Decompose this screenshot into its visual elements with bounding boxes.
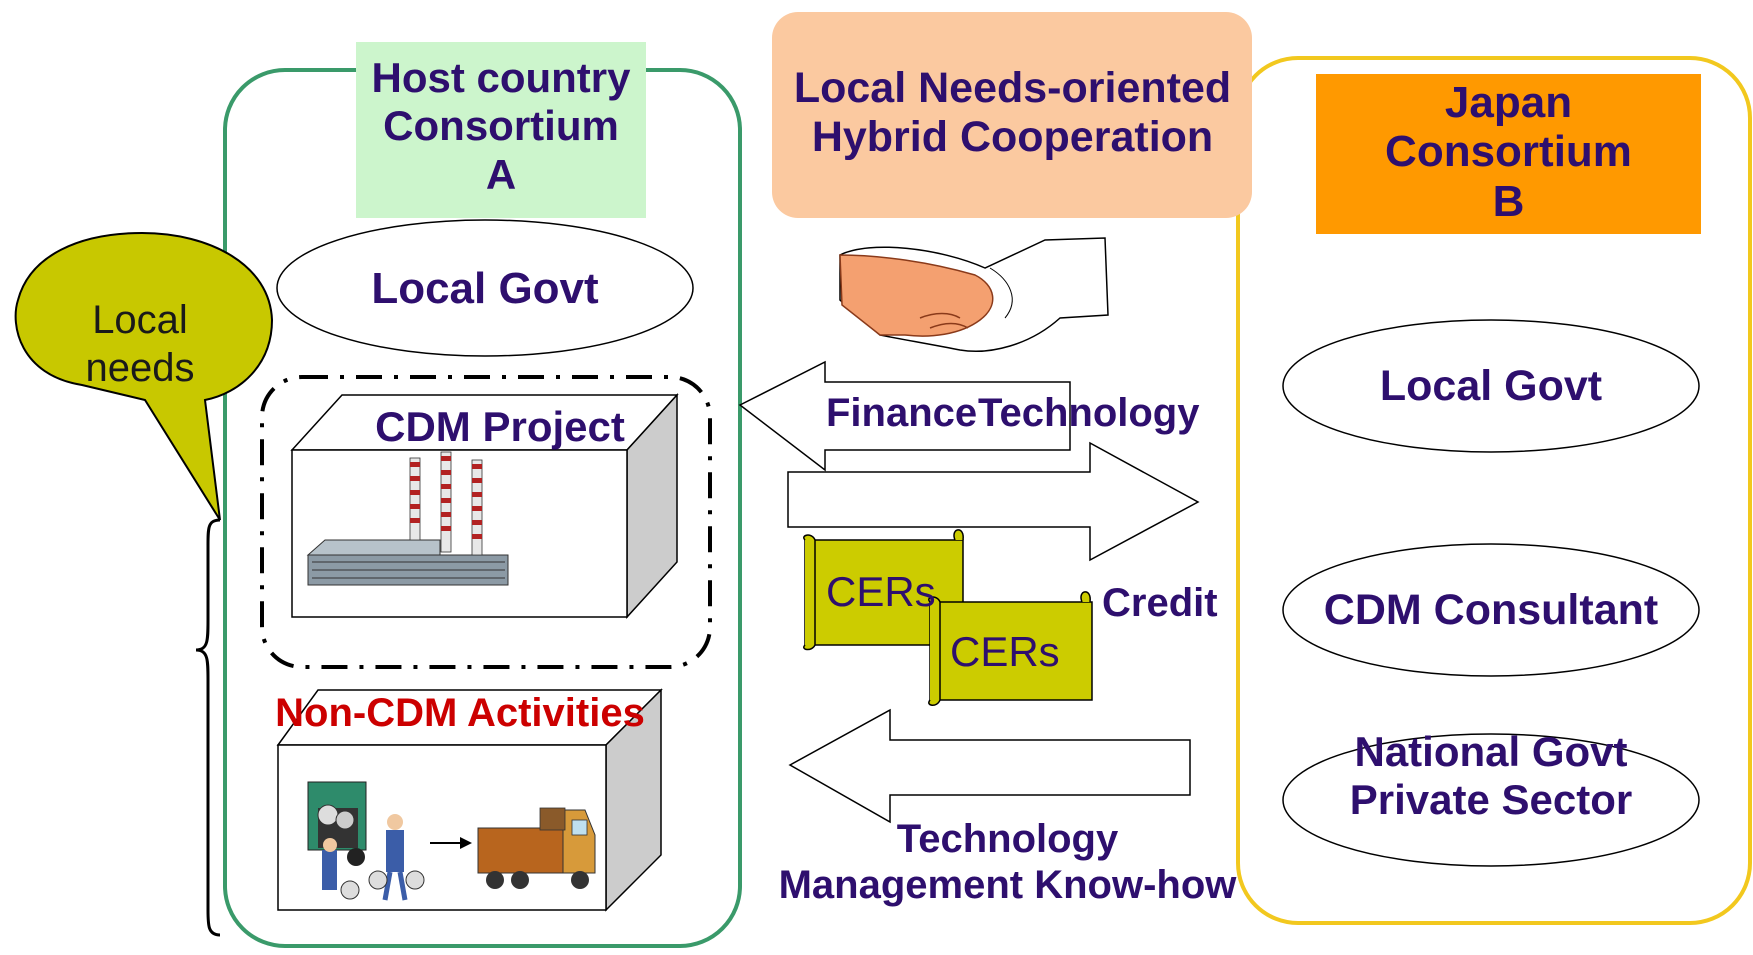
national-private-label: National Govt Private Sector: [1283, 728, 1699, 825]
hybrid-cooperation-title: Local Needs-oriented Hybrid Cooperation: [760, 64, 1265, 163]
japan-national-ellipse: [1282, 733, 1700, 867]
technology-label: Technology: [978, 391, 1200, 435]
technology-know-how-label: Technology Management Know-how: [735, 816, 1280, 908]
local-needs-callout: [14, 231, 274, 521]
hybrid-title-line-2: Hybrid Cooperation: [811, 113, 1214, 162]
hybrid-title-bg: [772, 12, 1252, 218]
cers-label-1: CERs: [826, 568, 936, 615]
factory-icon: [306, 451, 509, 586]
host-title-line-2: Consortium: [383, 102, 619, 150]
hybrid-title-line-1: Local Needs-oriented: [793, 64, 1232, 112]
japan-title-bg: [1316, 74, 1701, 234]
know-how-arrow: [788, 708, 1191, 824]
handshake-icon: [839, 237, 1109, 352]
japan-local-govt-label: Local Govt: [1379, 362, 1603, 410]
japan-consortium-title: Japan Consortium B: [1316, 78, 1701, 226]
private-sector-line: Private Sector: [1349, 776, 1633, 824]
garbage-collection-icon: [307, 781, 596, 901]
japan-title-line-3: B: [1492, 176, 1525, 226]
non-cdm-activities-label: Non-CDM Activities: [275, 691, 645, 735]
host-title-bg: [356, 42, 646, 218]
host-consortium-title: Host country Consortium A: [340, 54, 662, 199]
credit-arrow: [787, 441, 1200, 562]
japan-local-govt-ellipse: [1282, 319, 1700, 453]
cdm-project-box: [290, 393, 679, 619]
cdm-project-boundary: [260, 375, 712, 669]
host-title-line-1: Host country: [371, 54, 631, 101]
callout-line-2: needs: [85, 346, 195, 390]
local-needs-text: Local needs: [40, 296, 240, 392]
japan-title-line-1: Japan: [1444, 78, 1573, 127]
finance-label: Finance: [826, 391, 978, 435]
national-govt-line: National Govt: [1354, 728, 1628, 775]
japan-title-line-2: Consortium: [1385, 127, 1632, 177]
bottom-technology-line: Technology: [896, 817, 1119, 861]
host-local-govt-label: Local Govt: [371, 264, 599, 313]
credit-label: Credit: [1102, 581, 1218, 625]
cers-label-2: CERs: [950, 628, 1060, 675]
left-brace: [195, 518, 221, 937]
bottom-know-how-line: Management Know-how: [778, 863, 1237, 907]
japan-cdm-consultant-ellipse: [1282, 543, 1700, 677]
cers-scroll-2: [928, 591, 1093, 706]
finance-technology-arrow: [738, 360, 1071, 472]
callout-line-1: Local: [92, 298, 188, 342]
cdm-consultant-label: CDM Consultant: [1323, 586, 1659, 634]
cdm-project-label: CDM Project: [375, 403, 625, 450]
host-title-line-3: A: [485, 150, 517, 198]
host-local-govt-ellipse: [276, 219, 694, 357]
japan-consortium-frame: [1236, 56, 1752, 925]
